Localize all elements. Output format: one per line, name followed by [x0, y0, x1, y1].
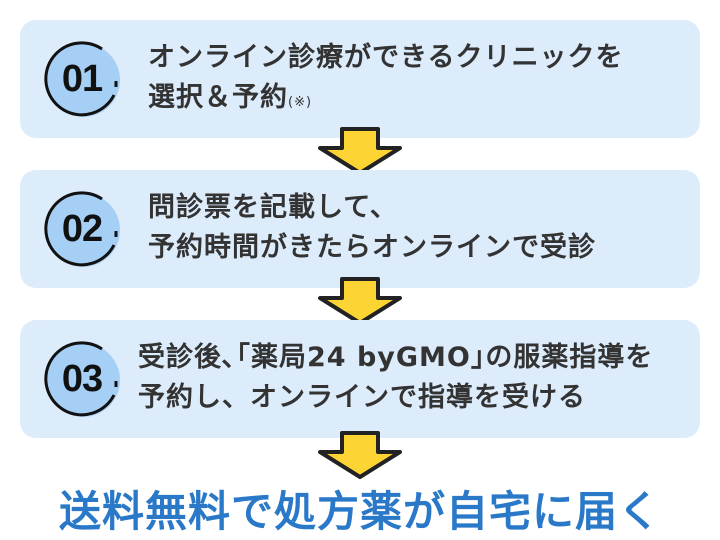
- step-line-1: 受診後､｢薬局24 byGMO｣の服薬指導を: [138, 342, 654, 373]
- step-line-1: 問診票を記載して、: [148, 192, 398, 223]
- step-number: 02: [61, 208, 103, 250]
- step-line-1: オンライン診療ができるクリニックを: [148, 42, 624, 73]
- step-number-badge: 03: [40, 339, 120, 419]
- step-line-2: 予約し、オンラインで指導を受ける: [138, 382, 586, 413]
- step-number-badge: 01: [40, 39, 120, 119]
- step-line-2: 予約時間がきたらオンラインで受診: [148, 232, 596, 263]
- circle-outline-icon: [44, 41, 118, 117]
- down-arrow-icon: [318, 277, 402, 325]
- step-text: オンライン診療ができるクリニックを 選択＆予約(※): [148, 38, 690, 123]
- step-text: 受診後､｢薬局24 byGMO｣の服薬指導を 予約し、オンラインで指導を受ける: [138, 338, 690, 418]
- final-message: 送料無料で処方薬が自宅に届く: [58, 487, 661, 536]
- step-card-1: 01 オンライン診療ができるクリニックを 選択＆予約(※): [20, 20, 700, 138]
- step-number: 03: [61, 358, 103, 400]
- down-arrow-icon: [318, 127, 402, 175]
- step-card-3: 03 受診後､｢薬局24 byGMO｣の服薬指導を 予約し、オンラインで指導を受…: [20, 320, 700, 438]
- step-text: 問診票を記載して、 予約時間がきたらオンラインで受診: [148, 188, 690, 268]
- footnote-mark: (※): [288, 95, 313, 110]
- step-card-2: 02 問診票を記載して、 予約時間がきたらオンラインで受診: [20, 170, 700, 288]
- step-line-2: 選択＆予約(※): [148, 78, 690, 123]
- step-line-2-text: 選択＆予約: [148, 82, 288, 113]
- step-number-badge: 02: [40, 189, 120, 269]
- step-number: 01: [61, 58, 103, 100]
- circle-outline-icon: [44, 191, 118, 267]
- circle-outline-icon: [44, 341, 118, 417]
- down-arrow-icon: [318, 431, 402, 479]
